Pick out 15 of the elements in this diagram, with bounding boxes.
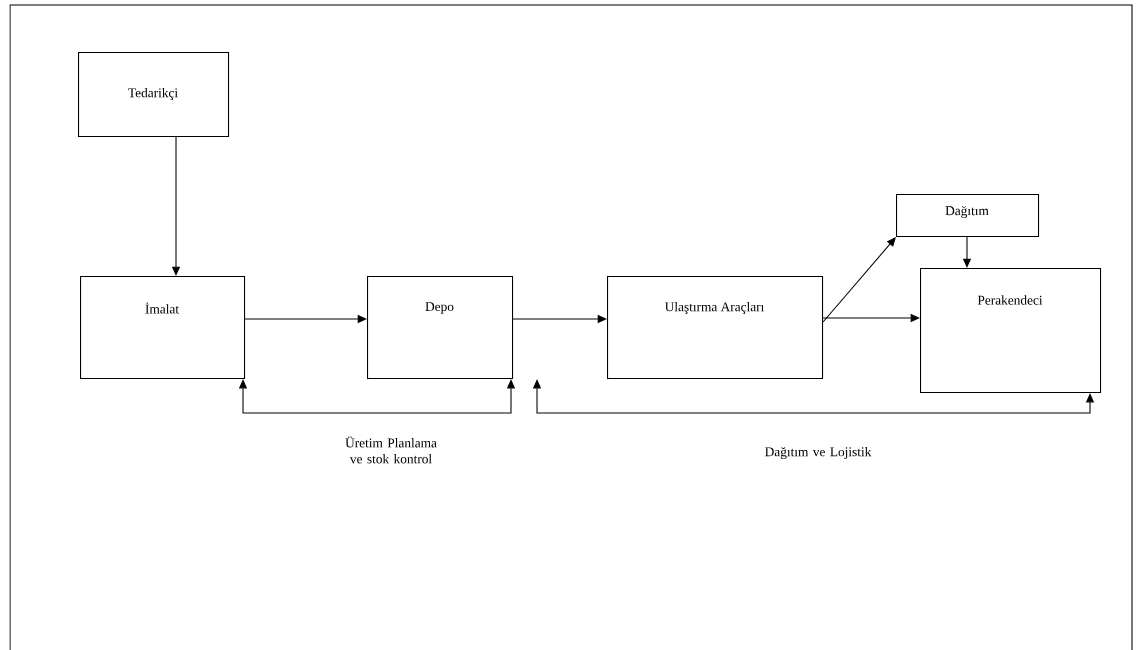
- process-box: [367, 276, 514, 380]
- box-label: Tedarikçi: [128, 87, 178, 101]
- process-box: [920, 268, 1102, 394]
- box-label: Ulaştırma Araçları: [665, 301, 765, 315]
- process-box: [896, 194, 1040, 238]
- box-label: İmalat: [145, 302, 179, 314]
- process-box: [78, 52, 230, 138]
- arrow: [822, 237, 896, 323]
- process-box: [80, 276, 246, 380]
- note-text: Üretim Planlama ve stok kontrol: [345, 436, 437, 464]
- process-box: [607, 276, 824, 380]
- box-label: Perakendeci: [977, 295, 1043, 305]
- box-label: Dağıtım: [945, 206, 989, 218]
- box-label: Depo: [425, 302, 454, 314]
- note-text: Dağıtım ve Lojistik: [765, 446, 872, 460]
